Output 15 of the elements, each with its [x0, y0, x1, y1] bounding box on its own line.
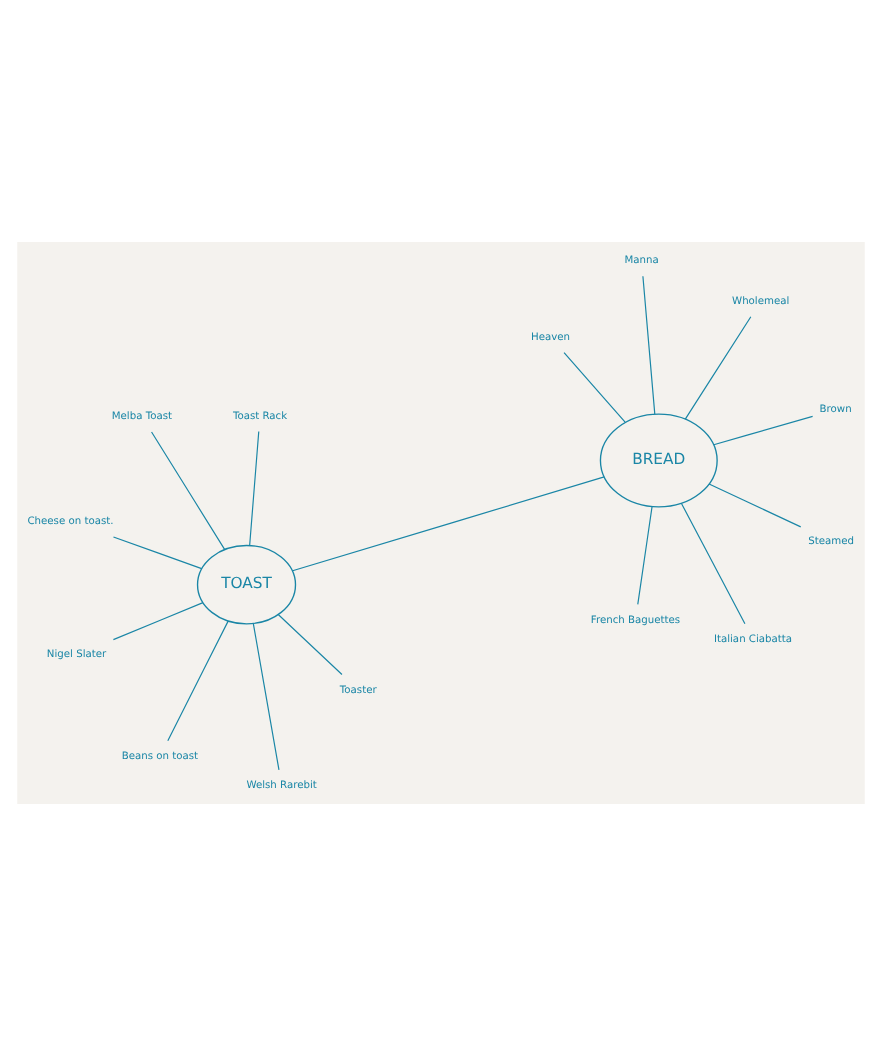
connector [684, 316, 752, 420]
connector [292, 476, 605, 572]
connector [150, 431, 226, 550]
connector [112, 602, 204, 641]
connector [637, 506, 653, 605]
connector [708, 483, 802, 528]
connector [642, 275, 656, 415]
connector [112, 536, 203, 570]
connector [680, 502, 746, 625]
connector [277, 613, 343, 676]
connector [713, 415, 814, 446]
connector [252, 623, 280, 771]
connector [167, 620, 229, 742]
connector [249, 430, 260, 547]
connector [563, 352, 626, 423]
